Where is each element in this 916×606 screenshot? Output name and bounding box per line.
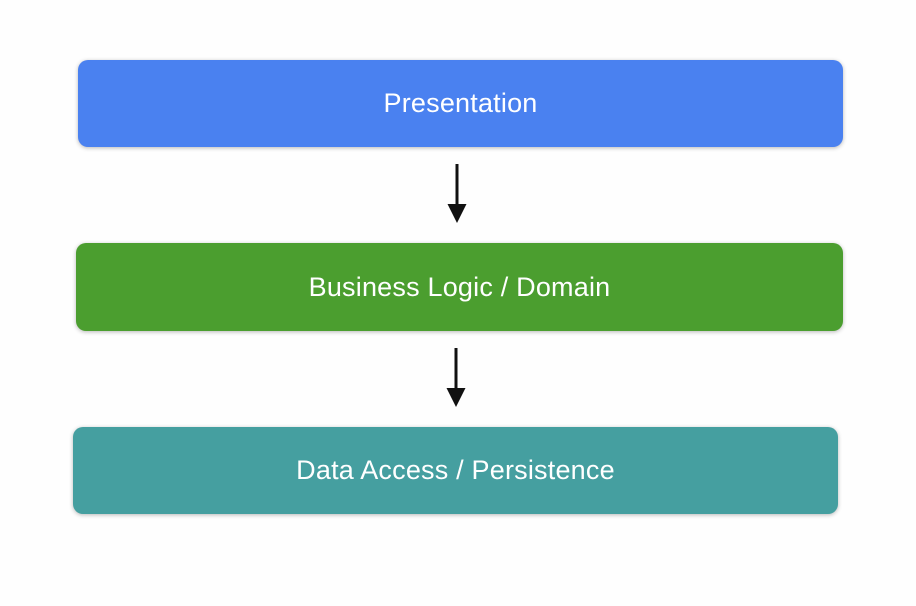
layer-box-business-logic: Business Logic / Domain [76,243,843,331]
layer-box-presentation: Presentation [78,60,843,147]
layer-label-data-access: Data Access / Persistence [296,455,615,485]
arrow-head [447,204,467,223]
arrow-head [446,388,466,407]
layer-box-data-access: Data Access / Persistence [73,427,838,514]
layer-label-presentation: Presentation [383,88,538,118]
layer-label-business-logic: Business Logic / Domain [308,271,611,302]
down-arrow-connector-business-to-data [446,348,466,407]
down-arrow-connector-presentation-to-business [447,164,467,223]
